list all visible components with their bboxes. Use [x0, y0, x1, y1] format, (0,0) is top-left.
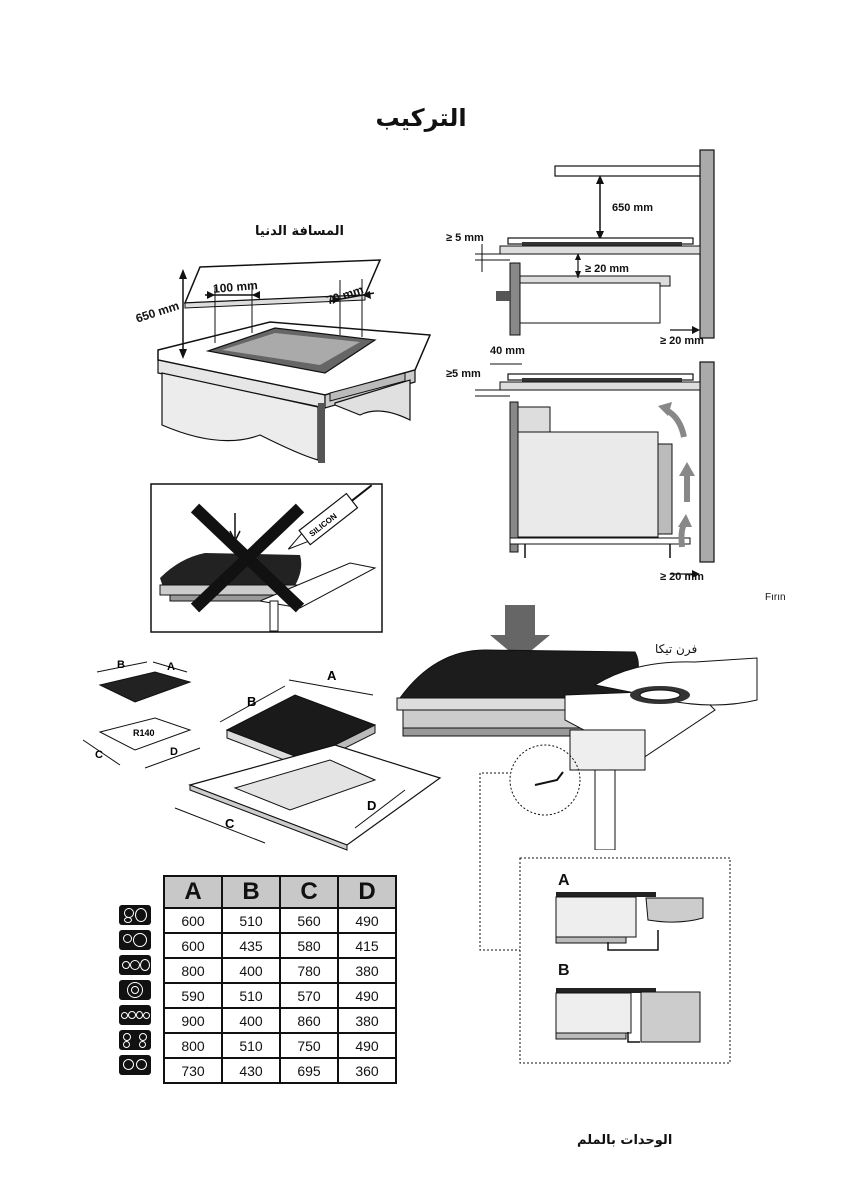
- cell: 570: [279, 982, 339, 1009]
- big-b-label: B: [247, 694, 256, 709]
- cell: 780: [279, 957, 339, 984]
- big-a-label: A: [327, 668, 337, 683]
- cell: 730: [163, 1057, 223, 1084]
- dimension-650-right-label: 650 mm: [612, 202, 653, 214]
- tika-label: فرن تيكا: [655, 642, 698, 656]
- header-c: C: [279, 875, 339, 909]
- hob-layout-6-icon: [119, 1030, 151, 1050]
- hob-insert-diagram: [396, 605, 758, 850]
- big-c-label: C: [225, 816, 235, 831]
- small-a-label: A: [167, 661, 175, 673]
- cell: 900: [163, 1007, 223, 1034]
- header-b: B: [221, 875, 281, 909]
- header-d: D: [337, 875, 397, 909]
- clearance-5-label: ≥ 5 mm: [446, 232, 484, 244]
- hob-layout-5-icon: [119, 1005, 151, 1025]
- units-footer: الوحدات بالملم: [577, 1133, 673, 1148]
- cell: 400: [221, 957, 281, 984]
- cell: 510: [221, 907, 281, 934]
- page-title: التركيب: [375, 104, 467, 132]
- hob-layout-3-icon: [119, 955, 151, 975]
- cell: 590: [163, 982, 223, 1009]
- cell: 380: [337, 957, 397, 984]
- cell: 860: [279, 1007, 339, 1034]
- cell: 360: [337, 1057, 397, 1084]
- header-a: A: [163, 875, 223, 909]
- cell: 600: [163, 907, 223, 934]
- small-d-label: D: [170, 746, 178, 758]
- hob-icons-column: [115, 905, 155, 1080]
- no-silicon-box: SILICON: [150, 483, 383, 633]
- cell: 600: [163, 932, 223, 959]
- cell: 430: [221, 1057, 281, 1084]
- cell: 800: [163, 1032, 223, 1059]
- cell: 380: [337, 1007, 397, 1034]
- firin-label: Fırın: [765, 592, 786, 603]
- cell: 800: [163, 957, 223, 984]
- big-d-label: D: [367, 798, 376, 813]
- hob-layout-1-icon: [119, 905, 151, 925]
- small-c-label: C: [95, 749, 103, 761]
- cell: 560: [279, 907, 339, 934]
- cell: 490: [337, 1032, 397, 1059]
- min-distance-label: المسافة الدنيا: [255, 224, 345, 239]
- cell: 695: [279, 1057, 339, 1084]
- clearance-20-side-label: ≥ 20 mm: [660, 335, 704, 347]
- cell: 510: [221, 982, 281, 1009]
- small-b-label: B: [117, 659, 125, 671]
- oven-clearance-diagram: [475, 361, 715, 577]
- detail-a-label: A: [558, 872, 570, 889]
- dimension-40-label: 40 mm: [490, 345, 525, 357]
- clearance-5-oven-label: ≥5 mm: [446, 368, 481, 380]
- clearance-20-oven-label: ≥ 20 mm: [660, 571, 704, 583]
- cell: 415: [337, 932, 397, 959]
- cell: 510: [221, 1032, 281, 1059]
- cell: 490: [337, 907, 397, 934]
- table-header-row: A B C D: [163, 875, 397, 909]
- detail-b-label: B: [558, 962, 570, 979]
- hob-layout-4-icon: [119, 980, 151, 1000]
- cell: 435: [221, 932, 281, 959]
- clearance-20-inner-label: ≥ 20 mm: [585, 263, 629, 275]
- hob-layout-7-icon: [119, 1055, 151, 1075]
- min-distance-diagram: [157, 259, 432, 463]
- r140-label: R140: [133, 728, 155, 738]
- detail-connector: [479, 772, 731, 1064]
- cell: 490: [337, 982, 397, 1009]
- cell: 400: [221, 1007, 281, 1034]
- drawer-clearance-diagram: [475, 149, 715, 339]
- cell: 750: [279, 1032, 339, 1059]
- hob-layout-2-icon: [119, 930, 151, 950]
- cell: 580: [279, 932, 339, 959]
- cutout-dimensions-diagram: B A R140 C D B A C D: [82, 659, 442, 851]
